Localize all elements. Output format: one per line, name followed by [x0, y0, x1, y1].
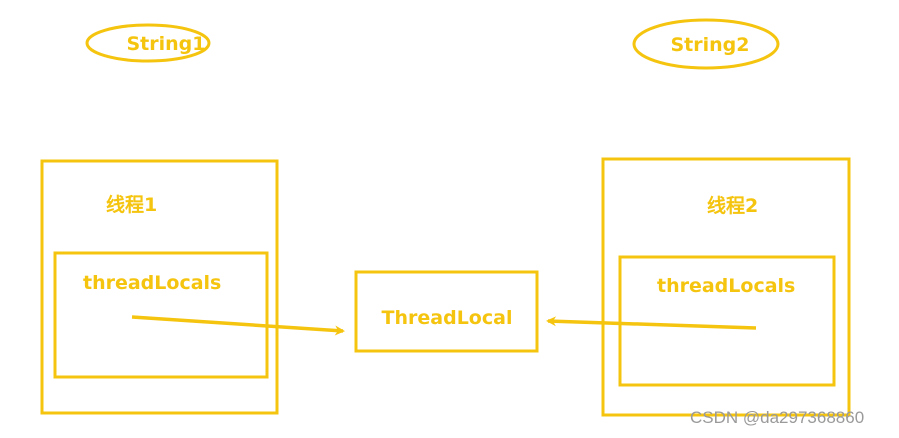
- string2-ellipse: [632, 18, 780, 70]
- string2-label: String2: [671, 34, 750, 56]
- thread1-threadlocals-label: threadLocals: [83, 272, 221, 294]
- thread2-outer-box: [601, 157, 851, 417]
- threadlocal-box: [354, 270, 539, 353]
- thread1-outer-box: [40, 159, 279, 415]
- threadlocal-node: ThreadLocal: [354, 270, 539, 353]
- thread1-title: 线程1: [106, 193, 157, 216]
- string1-label: String1: [127, 33, 206, 55]
- threadlocal-label: ThreadLocal: [382, 307, 513, 329]
- thread1-threadlocals-box: [53, 251, 269, 379]
- csdn-watermark: CSDN @da297368860: [690, 408, 865, 427]
- thread2-threadlocals-box: [618, 255, 836, 387]
- string1-ellipse: [85, 23, 211, 63]
- string1-node: String1: [85, 23, 211, 63]
- thread2-threadlocals-label: threadLocals: [657, 275, 795, 297]
- thread2-node: 线程2 threadLocals: [601, 157, 851, 417]
- string2-node: String2: [632, 18, 780, 70]
- arrow-thread1-to-threadlocal: [131, 315, 345, 336]
- arrow-thread2-to-threadlocal: [546, 316, 757, 330]
- thread2-title: 线程2: [707, 194, 758, 217]
- thread1-node: 线程1 threadLocals: [40, 159, 279, 415]
